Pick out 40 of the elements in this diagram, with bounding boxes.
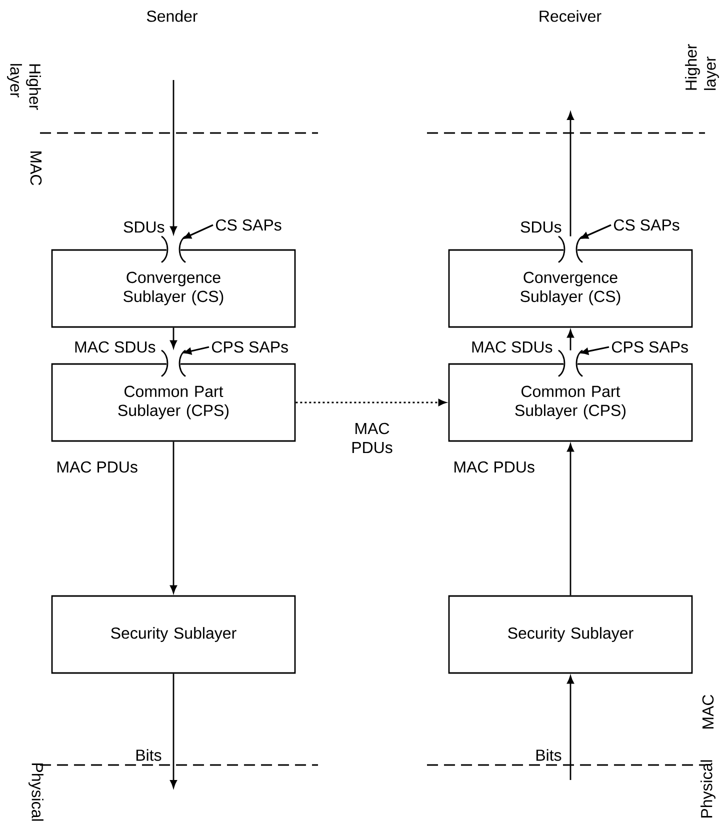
sap-label: CS SAPs <box>216 219 282 231</box>
sublayer-box: Common Part Sublayer (CPS) <box>448 363 693 442</box>
sap-label: CPS SAPs <box>612 341 688 353</box>
layer-label: Higher layer <box>685 44 719 90</box>
edge-label: MAC PDUs <box>58 461 138 473</box>
layer-label: MAC <box>702 694 714 728</box>
leader-line <box>580 224 612 239</box>
edge-label: MAC PDUs <box>454 461 534 473</box>
layer-label: MAC <box>30 152 42 186</box>
arrow <box>567 330 574 350</box>
sublayer-box: Convergence Sublayer (CS) <box>448 249 693 328</box>
sublayer-box: Security Sublayer <box>448 595 693 674</box>
leader-line <box>184 224 214 239</box>
leader-line <box>184 346 210 355</box>
leader-line <box>580 346 610 355</box>
layer-label: Physical <box>28 764 44 821</box>
arrow <box>170 80 177 234</box>
sap-label: CS SAPs <box>614 219 680 231</box>
layer-label: Physical <box>700 760 716 818</box>
column-header: Sender <box>146 10 198 22</box>
arrow <box>567 676 574 780</box>
edge-label: Bits <box>536 749 562 761</box>
arrow <box>296 399 446 406</box>
edge-label: SDUs <box>520 221 562 233</box>
arrow <box>170 328 177 348</box>
layer-label: Higher layer <box>7 64 41 110</box>
sublayer-box: Security Sublayer <box>51 595 296 674</box>
edge-label: SDUs <box>124 221 164 233</box>
arrow <box>170 442 177 594</box>
edge-label: Bits <box>136 749 162 761</box>
column-header: Receiver <box>540 10 602 22</box>
sublayer-box: Common Part Sublayer (CPS) <box>51 363 296 442</box>
sap-label: CPS SAPs <box>212 341 288 353</box>
sublayer-box: Convergence Sublayer (CS) <box>51 249 296 328</box>
edge-label: MAC SDUs <box>472 341 552 353</box>
arrow <box>170 674 177 788</box>
edge-label: MAC PDUs <box>352 422 392 454</box>
arrow <box>567 112 574 236</box>
edge-label: MAC SDUs <box>75 341 156 353</box>
arrow <box>567 444 574 596</box>
